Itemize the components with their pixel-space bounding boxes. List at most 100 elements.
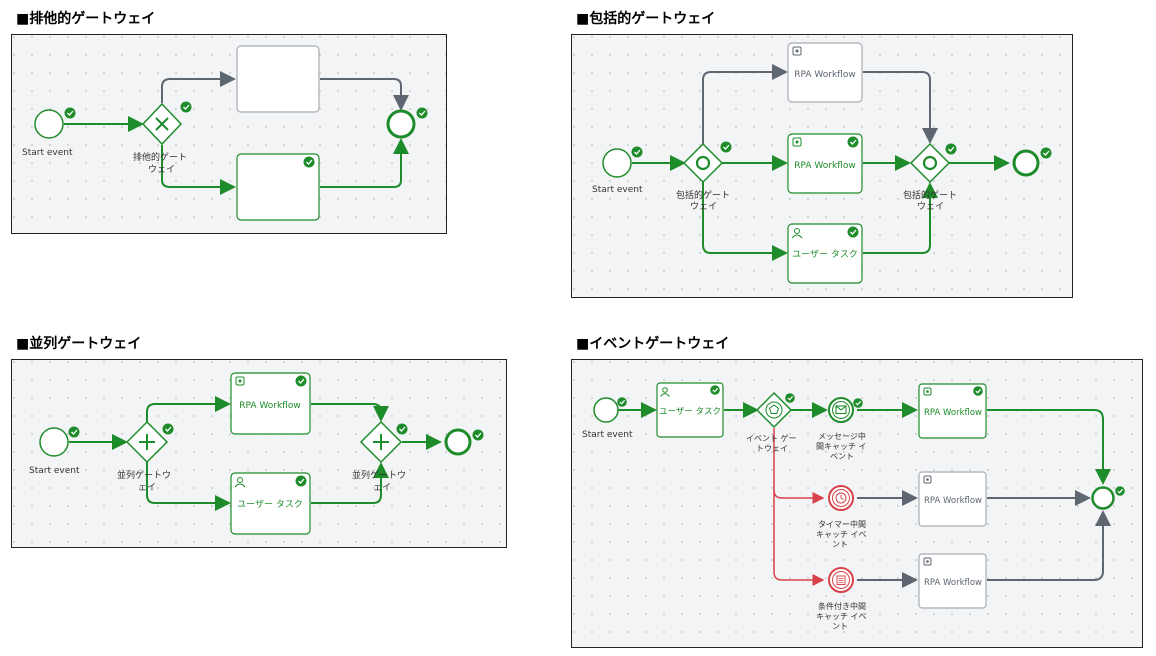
robot-icon: [923, 557, 932, 566]
user-task[interactable]: ユーザー タスク: [656, 382, 724, 438]
robot-icon: [923, 387, 932, 396]
exclusive-gateway[interactable]: [141, 102, 183, 146]
flow-rpa-1-to-end[interactable]: [987, 409, 1111, 485]
parallel-gateway-join[interactable]: [359, 420, 403, 464]
user-task[interactable]: ユーザー タスク: [787, 223, 863, 284]
envelope-icon: [835, 405, 847, 415]
check-badge-icon: [847, 136, 859, 148]
check-badge-icon: [295, 475, 307, 487]
parallel-gateway-fork[interactable]: [125, 420, 169, 464]
inclusive-gateway-label-2: ウェイ: [690, 201, 717, 212]
flow-task-top-to-end[interactable]: [320, 78, 409, 111]
exclusive-gateway-title: ■排他的ゲートウェイ: [16, 11, 156, 27]
flow-task-bottom-to-end[interactable]: [320, 138, 409, 188]
flow-gateway-to-task-top[interactable]: [161, 71, 236, 103]
check-badge-icon: [631, 146, 643, 158]
rpa-workflow-label: RPA Workflow: [924, 496, 982, 506]
check-badge-icon: [847, 226, 859, 238]
rpa-workflow-label: RPA Workflow: [924, 578, 982, 588]
end-event[interactable]: [1091, 486, 1115, 510]
start-event-label: Start event: [582, 430, 633, 440]
task-top[interactable]: [236, 45, 320, 113]
conditional-catch-event[interactable]: [828, 567, 854, 593]
timer-event-label-1: タイマー中間: [818, 519, 866, 529]
check-badge-icon: [64, 107, 76, 119]
rpa-workflow-label: RPA Workflow: [239, 401, 300, 411]
exclusive-gateway-diagram: Start event 排他的ゲート ウェイ: [11, 34, 447, 234]
event-gateway-diagram: Start event ユーザー タスク イベント ゲー トウェイ メッセージ中…: [571, 359, 1143, 648]
event-gateway-label-1: イベント ゲー: [746, 433, 797, 443]
robot-icon: [235, 376, 245, 386]
circle-icon: [695, 155, 711, 171]
end-event[interactable]: [444, 428, 472, 456]
parallel-gateway-label-2: ェイ: [138, 483, 156, 493]
user-icon: [791, 228, 803, 239]
inclusive-gateway-join-label-1: 包括的ゲート: [903, 189, 957, 201]
check-badge-icon: [710, 385, 720, 395]
user-task-label: ユーザー タスク: [659, 407, 721, 417]
flow-gateway-to-condition[interactable]: [773, 490, 825, 586]
message-catch-event[interactable]: [828, 397, 854, 423]
start-event-label: Start event: [22, 148, 73, 158]
rpa-workflow-task-1[interactable]: RPA Workflow: [918, 383, 987, 439]
end-event[interactable]: [1012, 149, 1040, 177]
check-badge-icon: [785, 393, 795, 403]
flow-rpa-to-join[interactable]: [311, 403, 389, 422]
check-badge-icon: [853, 398, 863, 408]
check-badge-icon: [162, 423, 174, 435]
flow-user-task-to-join[interactable]: [311, 462, 389, 504]
inclusive-gateway-diagram: Start event 包括的ゲート ウェイ RPA Workflow RPA …: [571, 34, 1073, 298]
start-event[interactable]: [34, 109, 64, 139]
rpa-workflow-task-top[interactable]: RPA Workflow: [787, 42, 863, 103]
start-event[interactable]: [593, 397, 619, 423]
exclusive-gateway-label-2: ウェイ: [148, 164, 175, 175]
check-badge-icon: [617, 397, 627, 407]
check-badge-icon: [68, 426, 80, 438]
inclusive-gateway-label-1: 包括的ゲート: [676, 189, 730, 201]
pentagon-icon: [768, 404, 780, 414]
flow-rpa-top-to-join[interactable]: [863, 71, 938, 144]
user-icon: [660, 387, 670, 397]
message-event-label-1: メッセージ中: [818, 431, 866, 441]
parallel-gateway-join-label-2: ェイ: [373, 483, 391, 493]
timer-catch-event[interactable]: [828, 485, 854, 511]
start-event-label: Start event: [29, 466, 80, 476]
rpa-workflow-label: RPA Workflow: [794, 161, 855, 171]
inclusive-gateway-join-label-2: ウェイ: [917, 201, 944, 212]
check-badge-icon: [472, 429, 484, 441]
rpa-workflow-label: RPA Workflow: [924, 408, 982, 418]
message-event-label-2: 間キャッチ イ: [816, 442, 867, 451]
flow-user-task-to-join[interactable]: [863, 182, 938, 254]
condition-event-label-1: 条件付き中間: [818, 601, 866, 611]
list-icon: [836, 575, 846, 585]
event-based-gateway[interactable]: [755, 391, 793, 429]
inclusive-gateway-join[interactable]: [909, 142, 951, 184]
user-task[interactable]: ユーザー タスク: [230, 472, 311, 535]
end-event[interactable]: [386, 109, 416, 139]
rpa-workflow-task-3[interactable]: RPA Workflow: [918, 553, 987, 609]
inclusive-gateway-split[interactable]: [682, 142, 724, 184]
flow-split-to-rpa-top[interactable]: [702, 64, 788, 144]
start-event[interactable]: [602, 148, 632, 178]
check-badge-icon: [720, 141, 732, 153]
check-badge-icon: [396, 423, 408, 435]
rpa-workflow-task-mid[interactable]: RPA Workflow: [787, 133, 863, 194]
clock-icon: [835, 492, 847, 504]
start-event[interactable]: [39, 427, 69, 457]
rpa-workflow-task-2[interactable]: RPA Workflow: [918, 471, 987, 527]
flow-rpa-3-to-end[interactable]: [987, 510, 1111, 581]
task-bottom[interactable]: [236, 153, 320, 221]
check-badge-icon: [1040, 147, 1052, 159]
user-icon: [234, 477, 246, 488]
x-icon: [155, 117, 169, 131]
flow-fork-to-rpa[interactable]: [146, 396, 231, 422]
condition-event-label-2: キャッチ イベ: [816, 612, 867, 621]
parallel-gateway-label-1: 並列ゲートウ: [117, 469, 171, 481]
rpa-workflow-task[interactable]: RPA Workflow: [230, 372, 311, 435]
flow-fork-to-user-task[interactable]: [146, 462, 231, 511]
flow-gateway-to-task-bottom[interactable]: [161, 145, 236, 195]
user-task-label: ユーザー タスク: [792, 249, 858, 260]
flow-split-to-user-task[interactable]: [702, 182, 788, 261]
check-badge-icon: [945, 143, 957, 155]
event-gateway-label-2: トウェイ: [756, 444, 788, 453]
